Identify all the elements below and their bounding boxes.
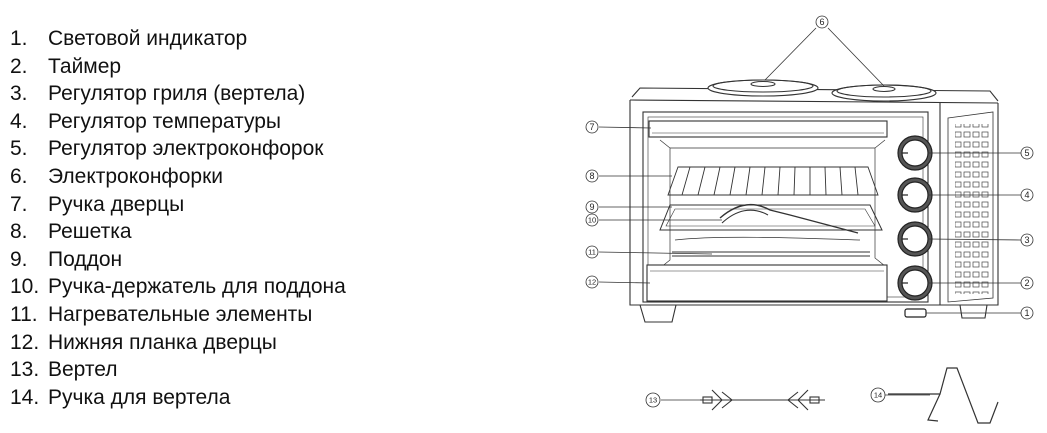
control-knobs — [897, 135, 933, 301]
part-item-12: 12. Нижняя планка дверцы — [10, 329, 346, 357]
hot-plates — [707, 79, 937, 102]
svg-text:3: 3 — [1024, 235, 1029, 245]
part-item-13: 13. Вертел — [10, 356, 346, 384]
part-number: 12. — [10, 330, 40, 354]
svg-text:12: 12 — [588, 278, 596, 287]
heating-elements — [672, 251, 870, 257]
side-vents — [955, 124, 989, 294]
callout-14: 14 — [870, 387, 886, 403]
rotisserie-spit — [700, 389, 825, 411]
part-number: 14. — [10, 385, 40, 409]
svg-text:2: 2 — [1024, 278, 1029, 288]
part-item-4: 4. Регулятор температуры — [10, 108, 346, 136]
callout-5: 5 — [1020, 146, 1034, 160]
part-item-10: 10. Ручка-держатель для поддона — [10, 273, 346, 301]
svg-text:4: 4 — [1024, 190, 1029, 200]
oven-body — [629, 87, 999, 323]
part-label: Световой индикатор — [48, 27, 248, 50]
spit-handle — [888, 367, 999, 424]
callout-11: 11 — [585, 245, 599, 259]
door-bottom-strip — [646, 264, 888, 302]
part-number: 10. — [10, 275, 40, 299]
part-label: Таймер — [48, 54, 122, 78]
svg-text:9: 9 — [589, 202, 594, 212]
callout-markers: 6 7 8 9 10 11 12 5 4 3 2 1 13 14 — [585, 15, 1034, 408]
part-label: Электроконфорки — [48, 164, 223, 188]
part-number: 9. — [10, 247, 28, 271]
part-number: 1. — [10, 27, 28, 50]
door-handle — [648, 120, 888, 138]
part-number: 11. — [10, 302, 38, 326]
part-number: 7. — [10, 192, 28, 216]
part-label: Ручка для вертела — [48, 385, 231, 409]
part-number: 13. — [10, 358, 40, 382]
callout-4: 4 — [1020, 188, 1034, 202]
part-number: 6. — [10, 164, 28, 188]
part-label: Ручка дверцы — [48, 192, 185, 216]
part-item-8: 8. Решетка — [10, 218, 346, 246]
knob-timer — [897, 265, 933, 301]
callout-10: 10 — [585, 213, 599, 227]
svg-text:8: 8 — [589, 171, 594, 181]
part-item-3: 3. Регулятор гриля (вертела) — [10, 80, 346, 108]
part-item-9: 9. Поддон — [10, 246, 346, 274]
part-label: Нижняя планка дверцы — [48, 330, 277, 354]
svg-text:14: 14 — [874, 391, 882, 400]
callout-6: 6 — [815, 15, 829, 29]
callout-12: 12 — [585, 275, 599, 289]
part-label: Вертел — [48, 358, 118, 382]
baking-tray — [659, 204, 883, 241]
part-number: 5. — [10, 137, 28, 161]
part-number: 8. — [10, 220, 28, 244]
svg-text:13: 13 — [649, 396, 657, 405]
knob-hot-plates — [897, 135, 933, 171]
callout-13: 13 — [645, 392, 661, 408]
svg-text:1: 1 — [1024, 308, 1029, 318]
parts-list: 1. Световой индикатор 2. Таймер 3. Регулято… — [10, 25, 346, 411]
knob-temperature — [897, 177, 933, 213]
part-label: Регулятор гриля (вертела) — [48, 82, 306, 106]
svg-text:10: 10 — [588, 216, 596, 225]
part-label: Ручка-держатель для поддона — [48, 275, 346, 299]
part-label: Нагревательные элементы — [48, 302, 313, 326]
part-label: Регулятор температуры — [48, 109, 281, 133]
callout-8: 8 — [585, 169, 599, 183]
part-item-2: 2. Таймер — [10, 53, 346, 81]
svg-text:6: 6 — [819, 17, 824, 27]
part-label: Регулятор электроконфорок — [48, 137, 324, 161]
part-item-6: 6. Электроконфорки — [10, 163, 346, 191]
leader-lines — [598, 27, 1022, 401]
callout-7: 7 — [585, 120, 599, 134]
callout-2: 2 — [1020, 276, 1034, 290]
indicator-light — [904, 308, 927, 318]
svg-text:5: 5 — [1024, 148, 1029, 158]
part-number: 4. — [10, 109, 28, 133]
part-number: 2. — [10, 54, 28, 78]
part-item-7: 7. Ручка дверцы — [10, 191, 346, 219]
part-item-14: 14. Ручка для вертела — [10, 384, 346, 412]
part-label: Поддон — [48, 247, 123, 271]
part-item-5: 5. Регулятор электроконфорок — [10, 135, 346, 163]
svg-text:11: 11 — [588, 248, 596, 257]
svg-text:7: 7 — [589, 122, 594, 132]
part-item-11: 11. Нагревательные элементы — [10, 301, 346, 329]
callout-1: 1 — [1020, 306, 1034, 320]
part-number: 3. — [10, 82, 28, 106]
part-label: Решетка — [48, 220, 132, 244]
wire-rack — [667, 166, 879, 196]
knob-grill — [897, 221, 933, 257]
part-item-1: 1. Световой индикатор — [10, 25, 346, 53]
callout-3: 3 — [1020, 233, 1034, 247]
callout-9: 9 — [585, 200, 599, 214]
